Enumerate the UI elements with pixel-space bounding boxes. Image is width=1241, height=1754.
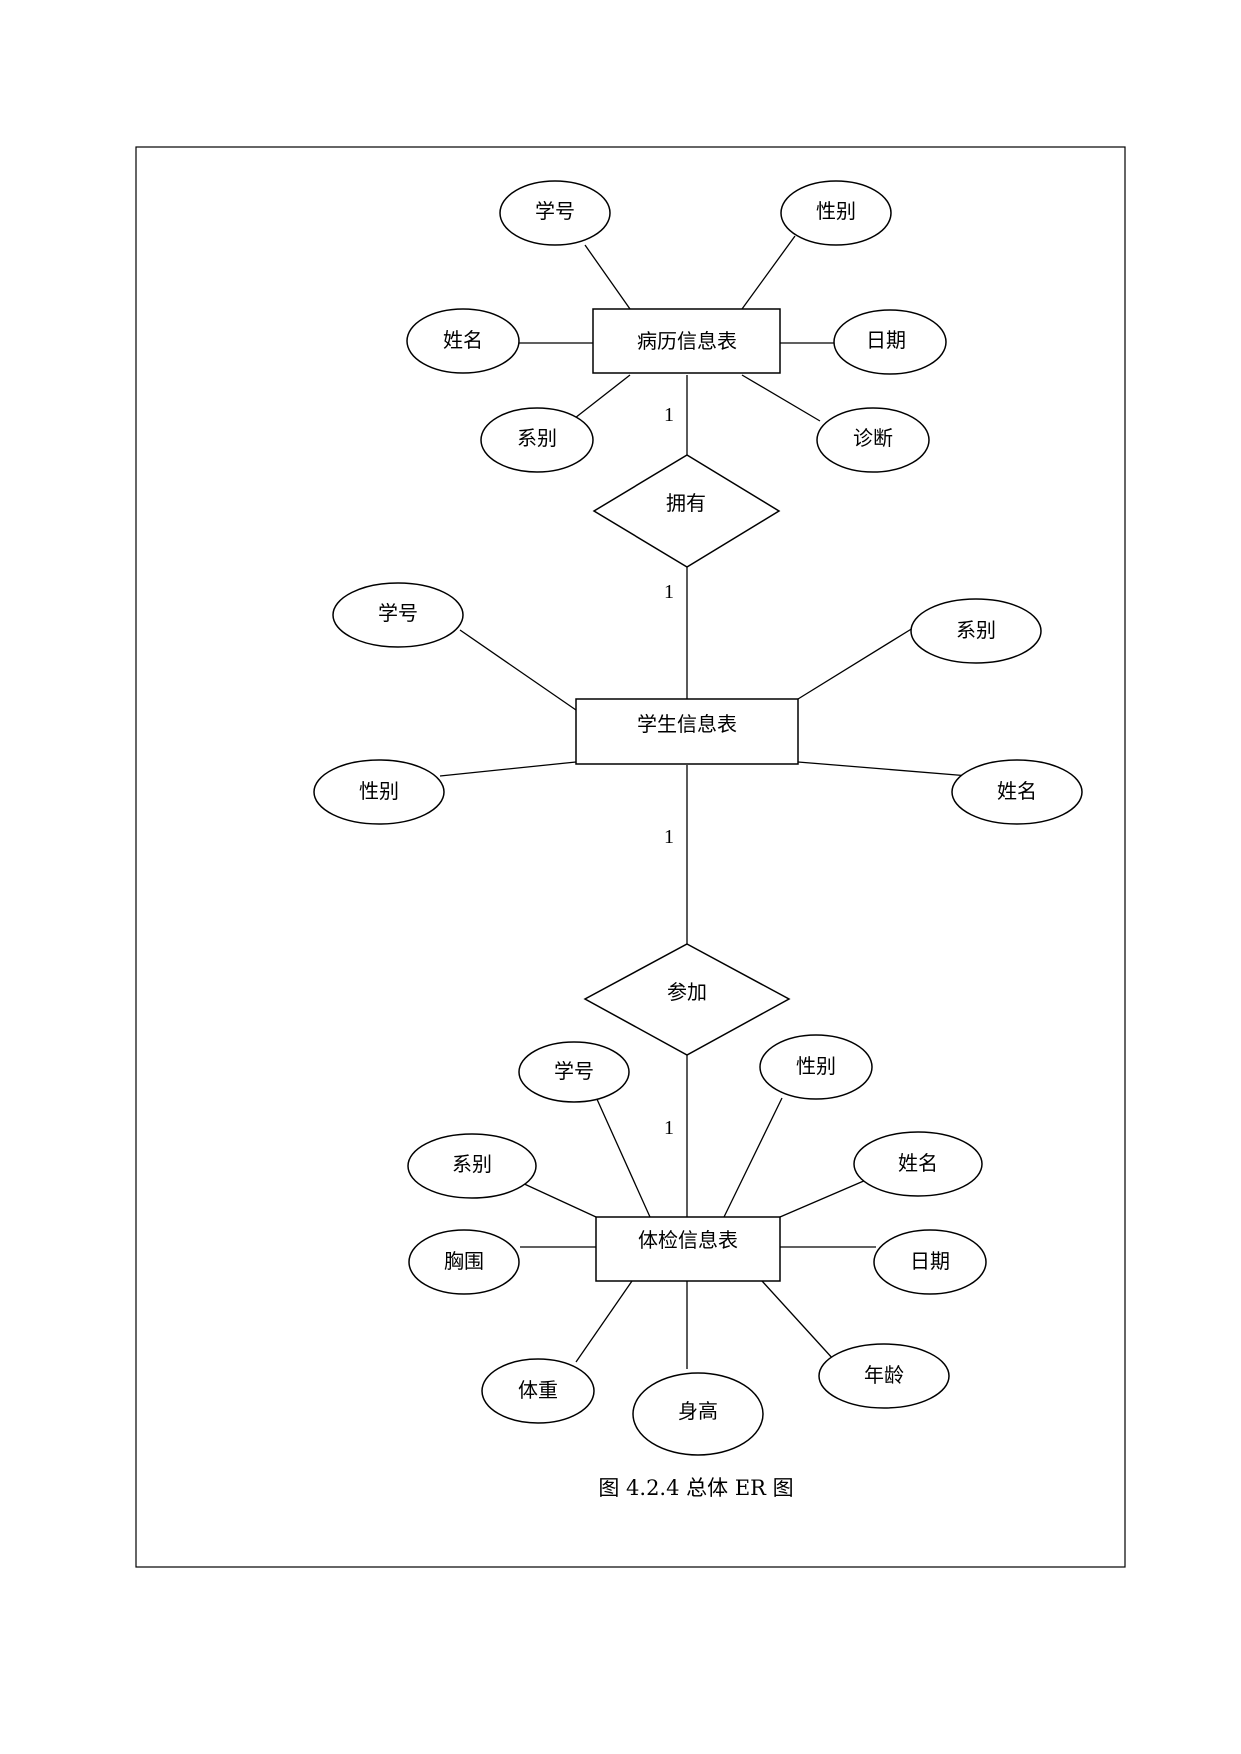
- edge-student-name: [797, 761, 970, 777]
- attribute-label: 学号: [554, 1059, 594, 1083]
- attribute-label: 胸围: [444, 1249, 484, 1273]
- attribute-label: 系别: [452, 1152, 492, 1176]
- attribute-label: 日期: [910, 1249, 950, 1273]
- relationship-label: 拥有: [666, 491, 706, 515]
- entity-label: 学生信息表: [637, 712, 737, 736]
- edges: [439, 235, 970, 1369]
- relationship-label: 参加: [667, 980, 707, 1004]
- attribute-exam-weight: 体重: [481, 1358, 595, 1424]
- edge-exam-student-id: [595, 1096, 651, 1218]
- edge-exam-department: [519, 1181, 597, 1218]
- attribute-label: 年龄: [864, 1363, 904, 1387]
- attribute-exam-date: 日期: [873, 1229, 987, 1295]
- attribute-label: 姓名: [443, 328, 483, 352]
- attribute-medical-date: 日期: [833, 309, 947, 375]
- cardinality-own-student: 1: [664, 581, 674, 603]
- attribute-medical-department: 系别: [480, 407, 594, 473]
- attribute-exam-height: 身高: [632, 1372, 764, 1456]
- attribute-medical-gender: 性别: [780, 180, 892, 246]
- attribute-label: 体重: [518, 1378, 558, 1402]
- attribute-label: 姓名: [997, 779, 1037, 803]
- attribute-label: 性别: [796, 1054, 836, 1078]
- edge-exam-name: [779, 1179, 867, 1218]
- attribute-medical-student-id: 学号: [499, 180, 611, 246]
- attribute-label: 身高: [678, 1399, 718, 1423]
- edge-exam-weight: [575, 1280, 633, 1363]
- edge-student-student-id: [459, 629, 577, 711]
- attribute-student-student-id: 学号: [332, 582, 464, 648]
- edge-student-department: [797, 627, 914, 700]
- attribute-exam-chest: 胸围: [408, 1229, 520, 1295]
- edge-exam-age: [761, 1280, 835, 1361]
- attribute-student-name: 姓名: [951, 759, 1083, 825]
- cardinality-join-exam: 1: [664, 1117, 674, 1139]
- figure-caption: 图 4.2.4 总体 ER 图: [598, 1476, 793, 1500]
- cardinality-student-join: 1: [664, 826, 674, 848]
- relationship-join: 参加: [583, 943, 791, 1056]
- entity-student: 学生信息表: [575, 698, 799, 765]
- page-frame: [135, 146, 1126, 1568]
- attribute-medical-diagnosis: 诊断: [816, 407, 930, 473]
- attribute-label: 学号: [378, 601, 418, 625]
- entity-physical-exam: 体检信息表: [595, 1216, 781, 1282]
- attribute-label: 学号: [535, 199, 575, 223]
- edge-medical-gender: [741, 235, 796, 310]
- attribute-label: 性别: [359, 779, 399, 803]
- entity-label: 病历信息表: [637, 329, 737, 353]
- attribute-exam-student-id: 学号: [518, 1041, 630, 1103]
- attribute-exam-gender: 性别: [759, 1034, 873, 1100]
- attribute-student-gender: 性别: [313, 759, 445, 825]
- attribute-label: 系别: [956, 618, 996, 642]
- edge-medical-diagnosis: [741, 374, 821, 422]
- edge-exam-gender: [723, 1097, 783, 1218]
- attribute-exam-department: 系别: [407, 1133, 537, 1199]
- attribute-exam-name: 姓名: [853, 1131, 983, 1197]
- attribute-label: 日期: [866, 328, 906, 352]
- attribute-exam-age: 年龄: [818, 1343, 950, 1409]
- cardinality-medical-own: 1: [664, 404, 674, 426]
- entity-medical-record: 病历信息表: [592, 308, 781, 374]
- attribute-label: 姓名: [898, 1151, 938, 1175]
- attribute-label: 诊断: [853, 426, 893, 450]
- entity-label: 体检信息表: [638, 1228, 738, 1252]
- attribute-medical-name: 姓名: [406, 308, 520, 374]
- edge-student-gender: [439, 761, 577, 777]
- relationship-own: 拥有: [592, 454, 781, 568]
- attribute-student-department: 系别: [910, 598, 1042, 664]
- attribute-label: 系别: [517, 426, 557, 450]
- edge-medical-student-id: [584, 244, 631, 310]
- edge-medical-department: [574, 374, 631, 419]
- attribute-label: 性别: [816, 199, 856, 223]
